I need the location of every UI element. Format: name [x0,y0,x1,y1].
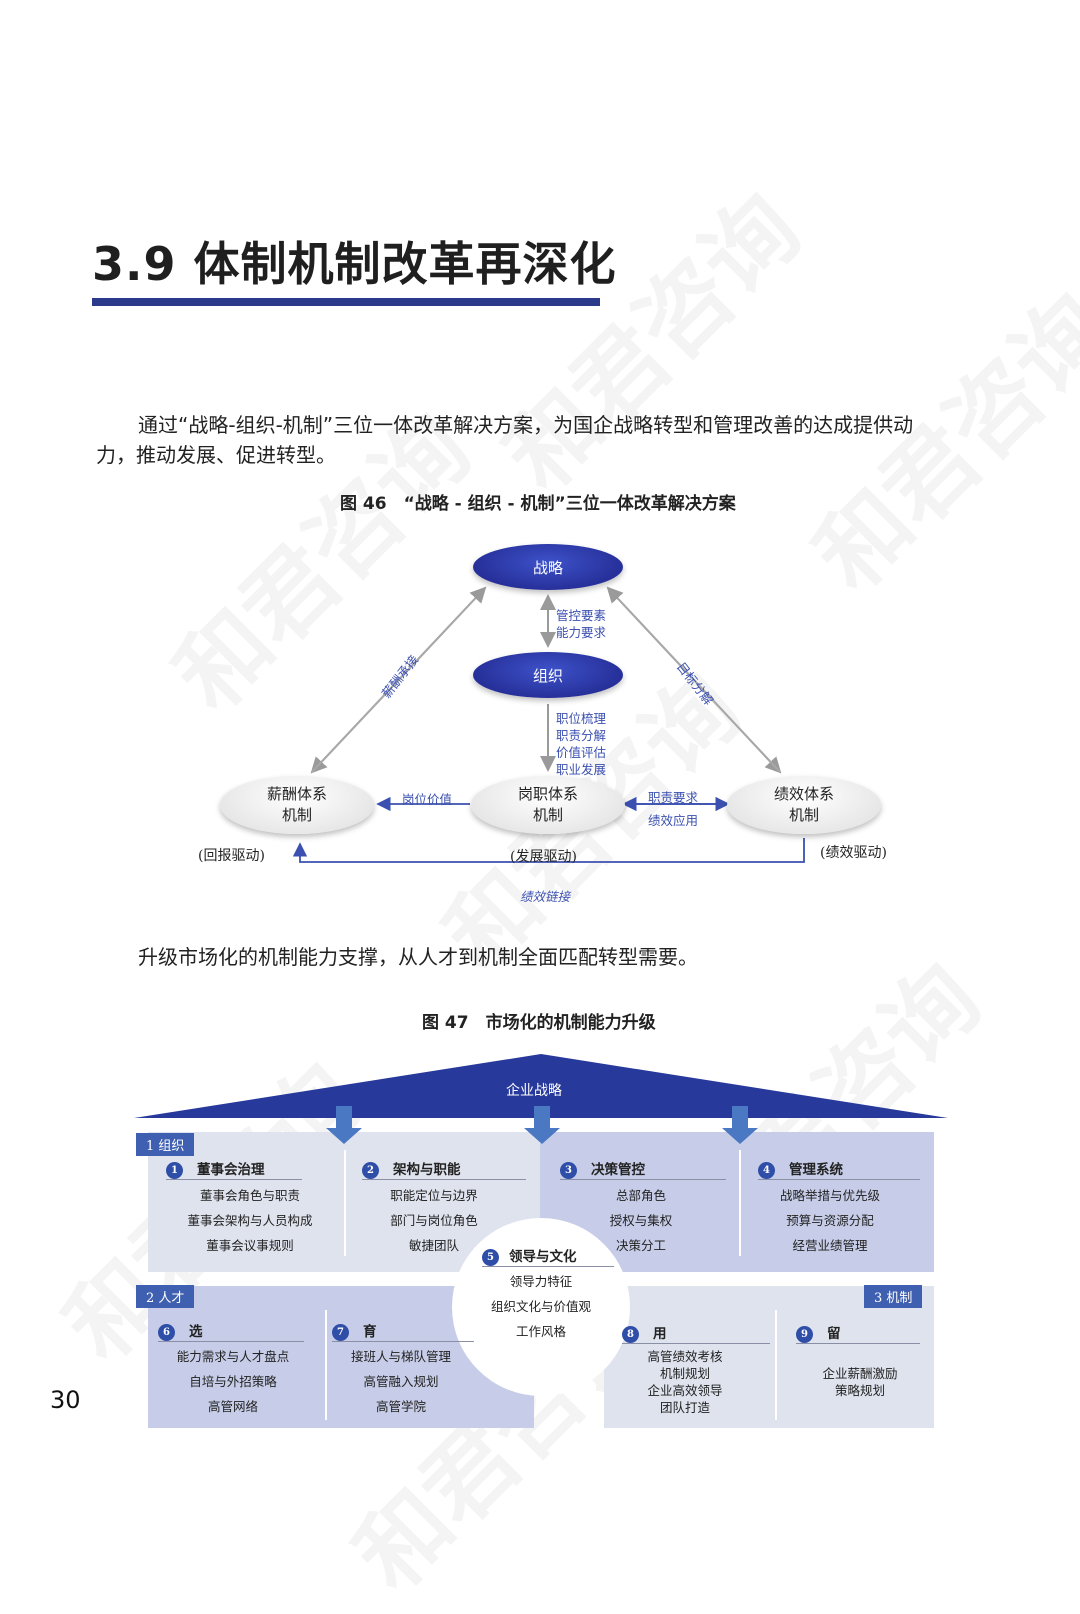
paragraph-line: 通过“战略-组织-机制”三位一体改革解决方案，为国企战略转型和管理改善的达成提供… [138,413,914,437]
section-divider [482,1266,614,1267]
label-performance-link: 绩效链接 [520,889,571,904]
section-1-items: 董事会角色与职责董事会架构与人员构成董事会议事规则 [187,1188,313,1253]
label-return-drive: (回报驱动) [198,848,265,864]
section-9-items: 企业薪酬激励策略规划 [822,1366,898,1398]
section-2-items: 职能定位与边界部门与岗位角色敏捷团队 [390,1188,478,1253]
section-8-items: 高管绩效考核机制规划企业高效领导团队打造 [647,1349,723,1415]
strategy-node: 战略 [473,544,623,590]
figure-46: 战略 组织 管控要素 能力要求 职位梳理 职责分解 价值评估 职业发展 薪酬承接… [198,544,887,904]
section-4-items: 战略举措与优先级预算与资源分配经营业绩管理 [779,1188,880,1253]
tag-talent: 2 人才 [136,1285,195,1308]
section-divider [166,1179,302,1180]
page-number: 30 [50,1386,81,1414]
figure-47-caption: 图 47 市场化的机制能力升级 [422,1013,656,1033]
roof-and-arrows [134,1054,948,1420]
section-divider [332,1341,474,1342]
section-divider [362,1179,526,1180]
page-title: 3.9 体制机制改革再深化 [92,237,617,291]
section-divider [622,1343,770,1344]
section-divider [758,1179,920,1180]
center-circle [452,1218,630,1396]
salary-system-node: 薪酬体系机制 [220,776,374,834]
label-position-tasks: 职位梳理 职责分解 价值评估 职业发展 [556,711,607,777]
figure-46-connectors [292,586,805,863]
label-performance-application: 绩效应用 [648,813,699,828]
section-divider [796,1343,920,1344]
paragraph-upgrade: 升级市场化的机制能力支撑，从人才到机制全面匹配转型需要。 [138,945,698,969]
paragraph-intro: 通过“战略-组织-机制”三位一体改革解决方案，为国企战略转型和管理改善的达成提供… [96,410,913,470]
label-duty-requirement: 职责要求 [648,790,699,805]
position-system-node: 岗职体系机制 [471,776,625,834]
section-3-items: 总部角色授权与集权决策分工 [609,1188,673,1253]
label-performance-drive: (绩效驱动) [820,845,887,861]
tag-organization: 1 组织 [136,1133,195,1156]
roof-label: 企业战略 [506,1083,562,1099]
section-divider [158,1341,304,1342]
section-7-items: 接班人与梯队管理高管融入规划高管学院 [350,1349,451,1414]
title-underline [92,298,600,306]
label-control-elements: 管控要素 能力要求 [556,608,607,640]
section-6-items: 能力需求与人才盘点自培与外招策略高管网络 [176,1349,290,1414]
label-develop-drive: (发展驱动) [510,849,577,865]
paragraph-line: 力，推动发展、促进转型。 [96,443,336,467]
organization-node: 组织 [473,652,623,698]
panel-mechanism [604,1286,934,1428]
section-5-items: 领导力特征组织文化与价值观工作风格 [490,1274,591,1339]
section-divider [560,1179,726,1180]
figure-46-caption: 图 46 “战略 - 组织 - 机制”三位一体改革解决方案 [340,494,736,514]
performance-system-node: 绩效体系机制 [727,776,881,834]
tag-mechanism: 3 机制 [864,1285,923,1308]
label-position-value: 岗位价值 [402,792,453,807]
